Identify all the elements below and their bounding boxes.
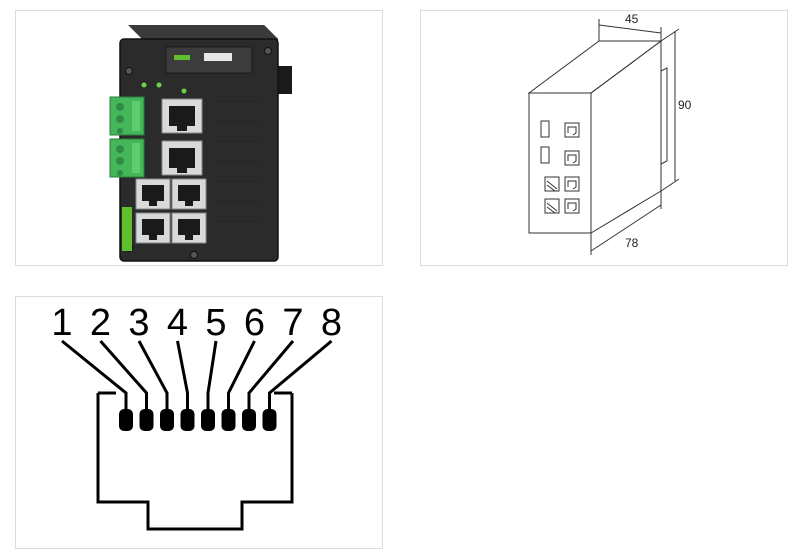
pin-leader-line: [137, 340, 169, 409]
pin-number-label: 8: [321, 302, 342, 344]
pin-contact: [262, 409, 277, 431]
screw-icon: [264, 47, 272, 55]
pin-number-label: 4: [167, 302, 188, 344]
pin-number-label: 2: [90, 302, 111, 344]
screw-icon: [125, 67, 133, 75]
port-outline: [564, 176, 580, 192]
dimension-drawing-panel: 45 90 78: [420, 10, 788, 266]
width-dimension-label: 45: [625, 12, 639, 26]
top-face: [527, 40, 663, 94]
port-outline: [564, 198, 580, 214]
led-icon: [156, 82, 162, 88]
label-sticker: [204, 53, 232, 61]
pin-contact: [119, 409, 133, 431]
port-outline: [564, 122, 580, 138]
pin-number-label: 1: [51, 302, 72, 344]
din-clip: [278, 66, 292, 94]
brand-logo: [122, 207, 132, 251]
front-face: [528, 92, 592, 234]
pin-number-label: 5: [205, 302, 226, 344]
jack-outline: [96, 393, 294, 531]
rj45-port: [135, 178, 171, 210]
screw-icon: [190, 251, 198, 259]
rj45-port: [171, 212, 207, 244]
pin-leader-line: [247, 340, 295, 409]
rj45-port: [161, 98, 203, 134]
port-outline: [544, 198, 560, 214]
pin-contact: [221, 409, 236, 431]
rj45-port: [171, 178, 207, 210]
pin-number-label: 7: [282, 302, 303, 344]
port-outline: [564, 150, 580, 166]
rj45-port: [161, 140, 203, 176]
logo-mark-top: [174, 55, 190, 60]
housing-top: [128, 25, 278, 39]
led-window: [540, 120, 550, 138]
switch-photo: [109, 25, 292, 262]
depth-dimension-label: 78: [625, 236, 639, 250]
dimension-drawing: 45 90 78: [527, 12, 692, 255]
pin-leader-line: [61, 339, 128, 409]
pin-number-label: 6: [244, 302, 265, 344]
pin-leader-line: [176, 340, 189, 409]
pin-contact: [180, 409, 195, 431]
pin-contact: [201, 409, 215, 431]
led-window: [540, 146, 550, 164]
port-outline: [544, 176, 560, 192]
power-terminal-block: [109, 96, 145, 178]
pin-number-label: 3: [128, 302, 149, 344]
height-dimension-label: 90: [678, 98, 692, 112]
product-photo-panel: [15, 10, 383, 266]
pin-contact: [242, 409, 256, 431]
rj45-port: [135, 212, 171, 244]
pin-leader-line: [99, 340, 148, 409]
pin-contact: [139, 409, 154, 431]
pin-leader-line: [268, 339, 333, 409]
pin-leader-line: [206, 340, 218, 409]
pin-contact: [160, 409, 174, 431]
pin-leader-line: [227, 340, 256, 409]
led-icon: [141, 82, 147, 88]
led-icon: [181, 88, 187, 94]
side-face: [590, 40, 662, 234]
